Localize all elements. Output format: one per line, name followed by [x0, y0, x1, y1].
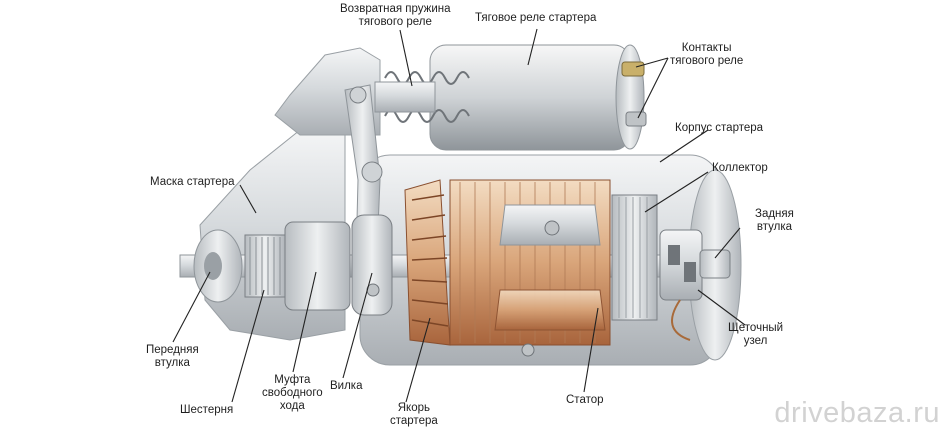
stator-pole-lower: [494, 289, 606, 331]
label-front-bushing-line2: втулка: [154, 357, 190, 369]
label-pinion: Шестерня: [180, 404, 234, 416]
label-return-spring-line2: тягового реле: [358, 16, 432, 28]
label-rear-bushing-line1: Задняя: [755, 208, 794, 220]
label-armature-line1: Якорь: [397, 402, 430, 414]
label-housing: Корпус стартера: [675, 122, 764, 134]
label-brush-unit-line2: узел: [743, 335, 768, 347]
label-nose-housing: Маска стартера: [150, 176, 235, 188]
label-solenoid: Тяговое реле стартера: [475, 12, 597, 24]
solenoid-body: [429, 44, 631, 151]
label-clutch-line1: Муфта: [274, 374, 311, 386]
label-clutch-line2: свободного: [262, 387, 323, 399]
solenoid-contact-top: [621, 61, 645, 77]
label-front-bushing-line1: Передняя: [146, 344, 199, 356]
label-armature-line2: стартера: [390, 415, 438, 427]
label-armature: Якорь стартера: [390, 402, 438, 428]
label-rear-bushing: Задняя втулка: [755, 208, 794, 234]
fork-pivot: [361, 161, 383, 183]
lever-bolt: [349, 86, 367, 104]
label-solenoid-contacts-line1: Контакты: [681, 42, 732, 54]
label-rear-bushing-line2: втулка: [756, 221, 792, 233]
label-brush-unit: Щеточный узел: [728, 322, 783, 348]
watermark: drivebaza.ru: [774, 397, 940, 429]
plunger: [374, 81, 436, 113]
label-collector: Коллектор: [712, 162, 768, 174]
label-fork: Вилка: [330, 380, 363, 392]
leader-lines: [172, 28, 746, 403]
label-brush-unit-line1: Щеточный: [728, 322, 784, 334]
label-return-spring: Возвратная пружина тягового реле: [340, 3, 451, 29]
label-solenoid-contacts-line2: тягового реле: [670, 55, 744, 67]
label-front-bushing: Передняя втулка: [146, 344, 199, 370]
label-return-spring-line1: Возвратная пружина: [340, 3, 451, 15]
label-clutch-line3: хода: [279, 400, 305, 412]
label-overrunning-clutch: Муфта свободного хода: [262, 374, 323, 413]
solenoid-cap: [615, 44, 645, 150]
overrunning-clutch: [284, 221, 351, 311]
solenoid-contact-bottom: [625, 111, 647, 127]
label-solenoid-contacts: Контакты тягового реле: [670, 42, 743, 68]
label-stator: Статор: [566, 394, 604, 406]
pinion-gear: [244, 234, 286, 298]
clutch-collar: [351, 214, 393, 316]
rear-bushing: [699, 249, 731, 279]
collector: [611, 194, 658, 321]
